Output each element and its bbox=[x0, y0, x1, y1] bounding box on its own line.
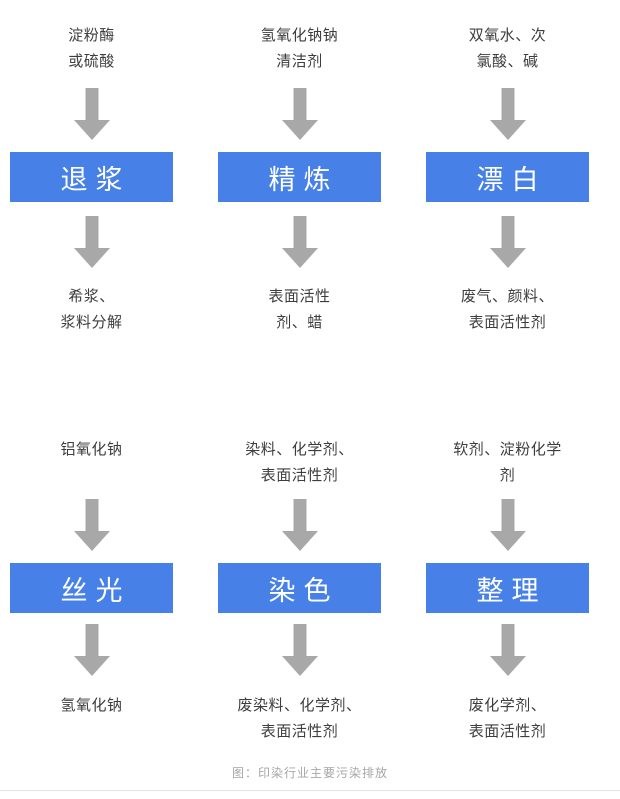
input-line: 氯酸、碱 bbox=[476, 53, 539, 70]
down-arrow-icon bbox=[73, 624, 110, 676]
output-line: 浆料分解 bbox=[60, 314, 123, 331]
stage-box-dyeing: 染色 bbox=[218, 563, 381, 613]
bottom-divider bbox=[0, 790, 620, 791]
stage-box-desizing: 退浆 bbox=[10, 152, 173, 202]
stage-box-mercerizing: 丝光 bbox=[10, 563, 173, 613]
input-line: 铝氧化钠 bbox=[60, 441, 123, 458]
down-arrow-icon bbox=[489, 499, 526, 551]
down-arrow-icon bbox=[281, 88, 318, 140]
process-row-2: 铝氧化钠 丝光 氢氧化钠 染料、化学剂、 表面活性剂 染色 废染料、化学剂、 表… bbox=[10, 437, 589, 745]
stage-column-dyeing: 染料、化学剂、 表面活性剂 染色 废染料、化学剂、 表面活性剂 bbox=[218, 437, 381, 745]
output-line: 氢氧化钠 bbox=[60, 697, 123, 714]
input-line: 染料、化学剂、 bbox=[245, 441, 354, 458]
input-line: 清洁剂 bbox=[276, 53, 323, 70]
down-arrow-icon bbox=[281, 216, 318, 268]
output-line: 表面活性剂 bbox=[260, 723, 339, 740]
stage-column-bleaching: 双氧水、次 氯酸、碱 漂白 废气、颜料、 表面活性剂 bbox=[426, 0, 589, 336]
input-line: 软剂、淀粉化学 bbox=[453, 441, 562, 458]
down-arrow-icon bbox=[73, 88, 110, 140]
input-line: 或硫酸 bbox=[68, 53, 115, 70]
input-line: 淀粉酶 bbox=[68, 27, 115, 44]
stage-output-text: 表面活性 剂、蜡 bbox=[218, 284, 381, 336]
stage-output-text: 氢氧化钠 bbox=[10, 693, 173, 745]
output-line: 废染料、化学剂、 bbox=[237, 697, 362, 714]
output-line: 表面活性剂 bbox=[468, 723, 547, 740]
stage-column-desizing: 淀粉酶 或硫酸 退浆 希浆、 浆料分解 bbox=[10, 0, 173, 336]
stage-box-scouring: 精炼 bbox=[218, 152, 381, 202]
stage-output-text: 希浆、 浆料分解 bbox=[10, 284, 173, 336]
stage-input-text: 淀粉酶 或硫酸 bbox=[10, 23, 173, 75]
input-line: 剂 bbox=[499, 467, 516, 484]
stage-column-mercerizing: 铝氧化钠 丝光 氢氧化钠 bbox=[10, 437, 173, 745]
stage-column-finishing: 软剂、淀粉化学 剂 整理 废化学剂、 表面活性剂 bbox=[426, 437, 589, 745]
down-arrow-icon bbox=[489, 624, 526, 676]
figure-caption: 图：印染行业主要污染排放 bbox=[231, 766, 388, 780]
down-arrow-icon bbox=[489, 216, 526, 268]
output-line: 表面活性剂 bbox=[468, 314, 547, 331]
output-line: 表面活性 bbox=[268, 288, 331, 305]
process-row-1: 淀粉酶 或硫酸 退浆 希浆、 浆料分解 氢氧化钠钠 清洁剂 精炼 表面活性 剂、… bbox=[10, 0, 589, 336]
stage-output-text: 废气、颜料、 表面活性剂 bbox=[426, 284, 589, 336]
stage-input-text: 氢氧化钠钠 清洁剂 bbox=[218, 23, 381, 75]
stage-input-text: 染料、化学剂、 表面活性剂 bbox=[218, 437, 381, 489]
output-line: 剂、蜡 bbox=[276, 314, 323, 331]
stage-column-scouring: 氢氧化钠钠 清洁剂 精炼 表面活性 剂、蜡 bbox=[218, 0, 381, 336]
down-arrow-icon bbox=[281, 499, 318, 551]
input-line: 双氧水、次 bbox=[468, 27, 547, 44]
input-line: 氢氧化钠钠 bbox=[260, 27, 339, 44]
stage-output-text: 废染料、化学剂、 表面活性剂 bbox=[218, 693, 381, 745]
down-arrow-icon bbox=[73, 216, 110, 268]
down-arrow-icon bbox=[489, 88, 526, 140]
stage-output-text: 废化学剂、 表面活性剂 bbox=[426, 693, 589, 745]
output-line: 废化学剂、 bbox=[468, 697, 547, 714]
output-line: 废气、颜料、 bbox=[460, 288, 554, 305]
stage-input-text: 铝氧化钠 bbox=[10, 437, 173, 489]
stage-input-text: 软剂、淀粉化学 剂 bbox=[426, 437, 589, 489]
input-line: 表面活性剂 bbox=[260, 467, 339, 484]
down-arrow-icon bbox=[73, 499, 110, 551]
stage-input-text: 双氧水、次 氯酸、碱 bbox=[426, 23, 589, 75]
stage-box-finishing: 整理 bbox=[426, 563, 589, 613]
output-line: 希浆、 bbox=[68, 288, 115, 305]
stage-box-bleaching: 漂白 bbox=[426, 152, 589, 202]
down-arrow-icon bbox=[281, 624, 318, 676]
